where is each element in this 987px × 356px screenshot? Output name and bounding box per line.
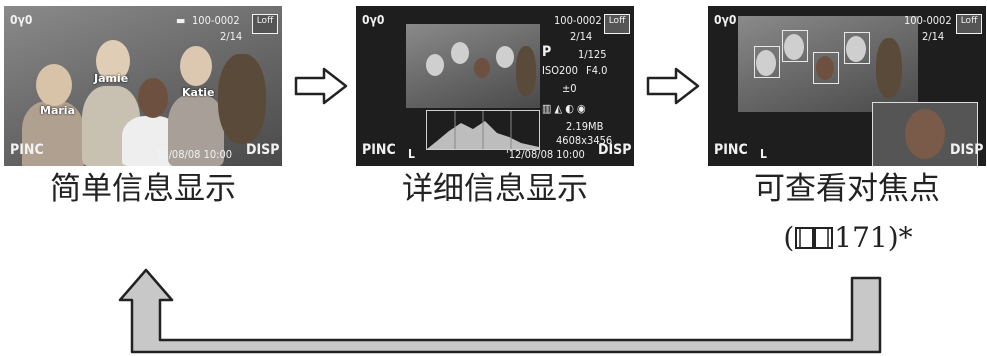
- face: [756, 50, 776, 76]
- image-count: 2/14: [220, 30, 243, 43]
- disp-button[interactable]: DISP: [598, 142, 632, 158]
- off-icon: Loff: [956, 14, 982, 34]
- histogram: [426, 110, 540, 150]
- focus-frame: [813, 52, 839, 84]
- image-quality: L: [408, 147, 415, 161]
- person: [22, 101, 84, 166]
- caption-simple-info: 简单信息显示: [50, 171, 236, 207]
- face: [816, 56, 834, 80]
- magnified-focus-area: [872, 102, 978, 166]
- dog: [876, 38, 902, 98]
- card-icon: ▬: [176, 14, 186, 27]
- off-icon: Loff: [604, 14, 630, 34]
- datetime: '12/08/08 10:00: [506, 148, 585, 161]
- page-reference: (171)*: [783, 221, 913, 254]
- wifi-status: 0γ0: [714, 13, 737, 27]
- file-number: 100-0002: [904, 14, 952, 27]
- caption-detailed-info: 详细信息显示: [402, 171, 588, 207]
- face: [138, 78, 168, 118]
- iso-speed: ISO200: [542, 64, 578, 77]
- face: [474, 58, 490, 78]
- focus-frame: [754, 46, 780, 78]
- caption-focus-check: 可查看对焦点: [754, 171, 940, 207]
- file-number: 100-0002: [554, 14, 602, 27]
- exposure-compensation: ±0: [562, 82, 577, 95]
- resolution: 4608x3456: [556, 134, 613, 147]
- screen-focus-check: 0γ0 100-0002 2/14 Loff PINC L DISP: [708, 6, 986, 166]
- face: [784, 34, 804, 60]
- print-button[interactable]: PINC: [362, 142, 396, 158]
- file-size: 2.19MB: [566, 120, 604, 133]
- face: [451, 42, 469, 64]
- wifi-status: 0γ0: [10, 13, 33, 27]
- book-icon: [795, 227, 834, 249]
- image-quality: L: [760, 147, 767, 161]
- file-number: 100-0002: [192, 14, 240, 27]
- person: [168, 94, 224, 166]
- setting-icons: ▥ ◭ ◐ ◉: [542, 102, 586, 115]
- shooting-mode: P: [542, 44, 552, 60]
- arrow-right-icon: [646, 67, 700, 105]
- page-number: 171)*: [834, 221, 913, 254]
- screen-detailed-info: 0γ0 100-0002 2/14 Loff P 1/125 ISO200 F4…: [356, 6, 634, 166]
- print-button[interactable]: PINC: [714, 142, 748, 158]
- disp-button[interactable]: DISP: [246, 142, 280, 158]
- dog: [516, 46, 536, 96]
- disp-button[interactable]: DISP: [950, 142, 984, 158]
- face: [180, 46, 212, 86]
- face: [426, 54, 444, 76]
- shutter-speed: 1/125: [578, 48, 607, 61]
- face: [905, 109, 945, 159]
- print-button[interactable]: PINC: [10, 142, 44, 158]
- image-count: 2/14: [922, 30, 945, 43]
- arrow-right-icon: [294, 67, 348, 105]
- face: [496, 46, 514, 68]
- face: [846, 36, 866, 62]
- screen-simple-info: 0γ0 ▬ 100-0002 2/14 Loff Maria Jamie Kat…: [4, 6, 282, 166]
- off-icon: Loff: [252, 14, 278, 34]
- face-name-tag: Maria: [40, 104, 75, 117]
- datetime: 12/08/08 10:00: [156, 148, 233, 161]
- image-count: 2/14: [570, 30, 593, 43]
- face-name-tag: Katie: [182, 86, 215, 99]
- face: [96, 40, 130, 82]
- dog: [218, 54, 266, 144]
- face-name-tag: Jamie: [94, 72, 129, 85]
- focus-frame: [782, 30, 808, 62]
- face: [36, 64, 72, 106]
- focus-frame: [844, 32, 870, 64]
- aperture: F4.0: [586, 64, 608, 77]
- wifi-status: 0γ0: [362, 13, 385, 27]
